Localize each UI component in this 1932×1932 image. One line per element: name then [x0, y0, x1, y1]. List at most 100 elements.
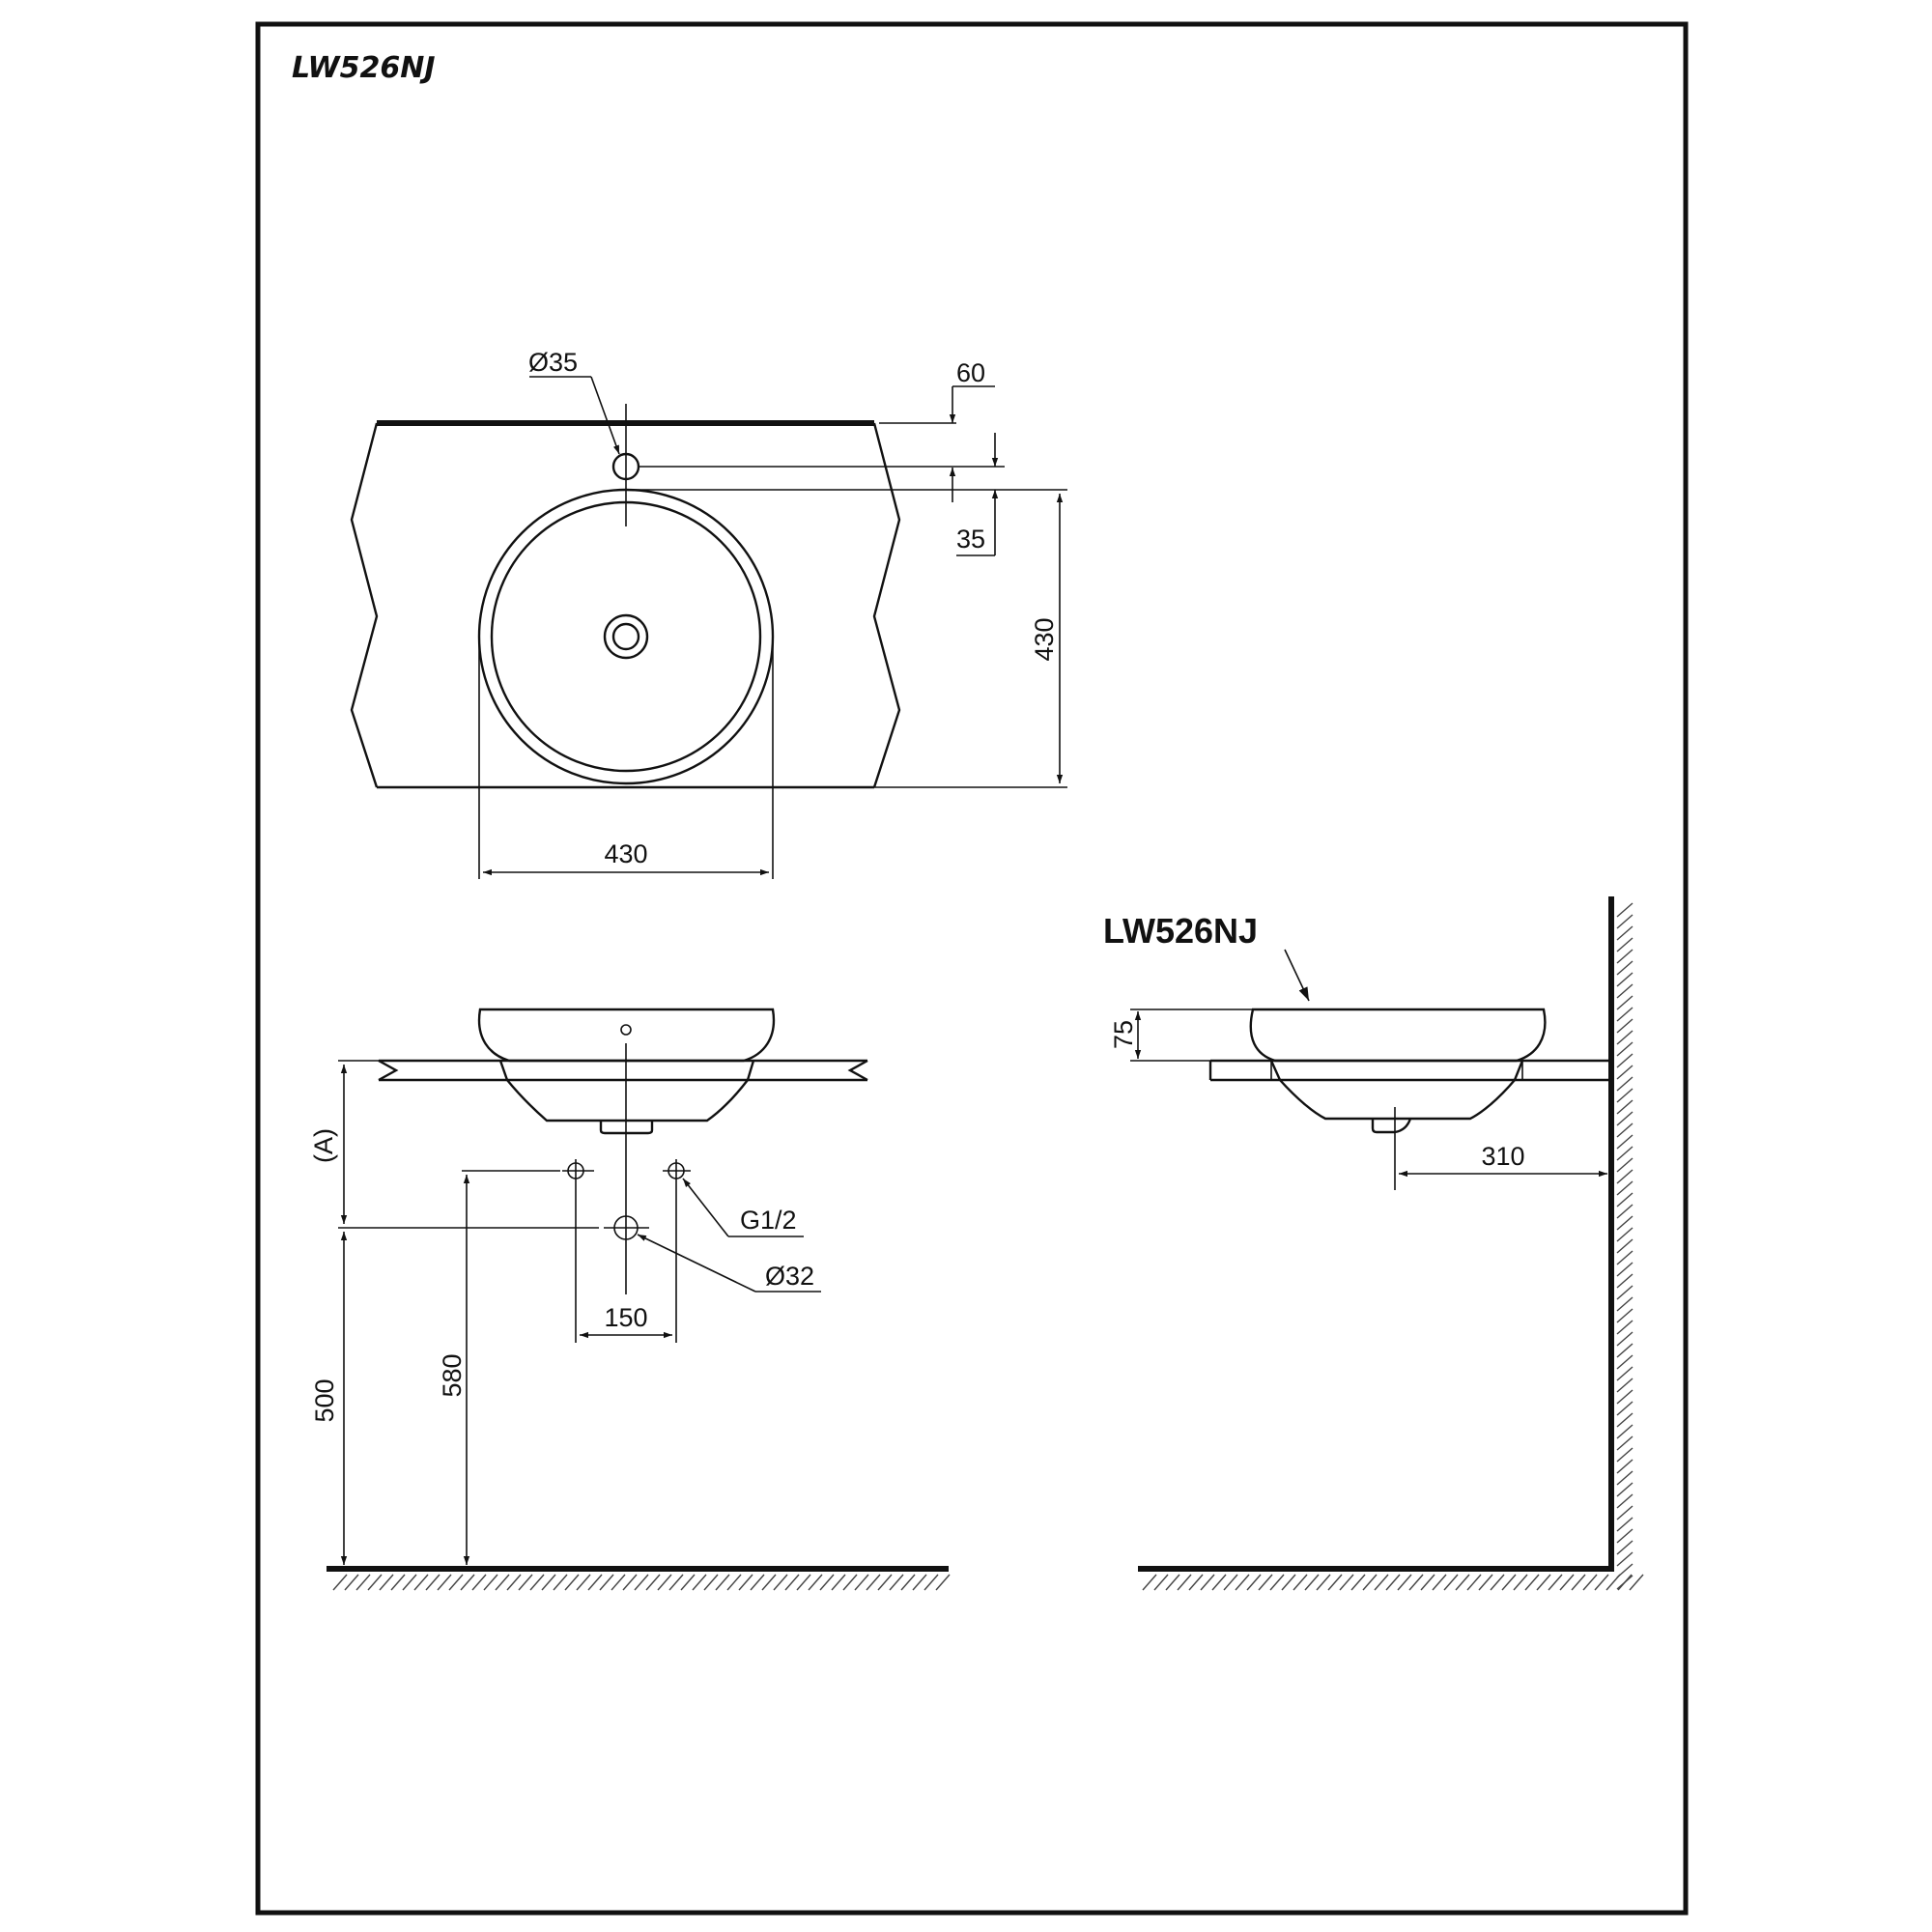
hatch-line	[923, 1574, 939, 1591]
hatch-line	[1616, 1250, 1634, 1265]
hatch-line	[611, 1574, 626, 1591]
hatch-line	[518, 1574, 533, 1591]
hatch-line	[1490, 1574, 1505, 1591]
top-view: Ø35 60 35 430 430	[350, 348, 1067, 879]
hatch-line	[1616, 1470, 1634, 1486]
hatch-line	[1350, 1574, 1366, 1591]
hatch-line	[1246, 1574, 1262, 1591]
hatch-line	[842, 1574, 858, 1591]
hatch-line	[1616, 1435, 1634, 1451]
hatch-line	[1616, 937, 1634, 952]
hatch-line	[529, 1574, 545, 1591]
supply-label: G1/2	[740, 1206, 797, 1235]
hatch-line	[599, 1574, 614, 1591]
hatch-line	[703, 1574, 719, 1591]
hatch-line	[1211, 1574, 1227, 1591]
hatch-line	[831, 1574, 846, 1591]
hatch-line	[1616, 1412, 1634, 1428]
hatch-line	[1629, 1574, 1644, 1591]
hatch-line	[564, 1574, 580, 1591]
hatch-line	[912, 1574, 927, 1591]
hatch-line	[1293, 1574, 1308, 1591]
hatch-line	[1616, 1157, 1634, 1173]
hatch-line	[1397, 1574, 1412, 1591]
hatch-line	[1223, 1574, 1238, 1591]
hatch-line	[1616, 1065, 1634, 1080]
hatch-line	[1177, 1574, 1192, 1591]
hatch-line	[935, 1574, 951, 1591]
hatch-line	[587, 1574, 603, 1591]
faucet-hole-label: Ø35	[528, 348, 578, 377]
hatch-line	[1616, 1447, 1634, 1463]
hatch-line	[367, 1574, 383, 1591]
hatch-line	[1616, 1366, 1634, 1381]
hatch-line	[889, 1574, 904, 1591]
hatch-line	[819, 1574, 835, 1591]
hatch-line	[495, 1574, 510, 1591]
hatch-line	[1616, 1273, 1634, 1289]
hatch-line	[1304, 1574, 1320, 1591]
basin-inner-rim	[490, 500, 762, 773]
hatch-line	[1616, 1354, 1634, 1370]
hatch-line	[390, 1574, 406, 1591]
hatch-line	[1616, 1320, 1634, 1335]
hatch-line	[1616, 1088, 1634, 1103]
dim-60: 60	[956, 358, 985, 387]
hatch-line	[1616, 1111, 1634, 1126]
hatch-line	[784, 1574, 800, 1591]
hatch-line	[1616, 960, 1634, 976]
hatch-line	[1616, 1540, 1634, 1555]
hatch-line	[1362, 1574, 1378, 1591]
drawing-title: LW526NJ	[292, 51, 436, 85]
hatch-line	[854, 1574, 869, 1591]
hatch-line	[553, 1574, 568, 1591]
wall-hatch	[1616, 902, 1634, 1590]
hatch-line	[1142, 1574, 1157, 1591]
hatch-line	[1524, 1574, 1540, 1591]
hatch-line	[344, 1574, 359, 1591]
dim-drain-height: 500	[310, 1378, 339, 1422]
hatch-line	[1616, 1007, 1634, 1022]
hatch-line	[460, 1574, 475, 1591]
basin-outer-rim	[477, 488, 775, 785]
hatch-line	[726, 1574, 742, 1591]
hatch-line	[1582, 1574, 1598, 1591]
hatch-line	[1616, 1482, 1634, 1497]
hatch-line	[1594, 1574, 1609, 1591]
dim-a: (A)	[309, 1128, 338, 1163]
hatch-line	[1616, 1122, 1634, 1138]
hatch-line	[1616, 1041, 1634, 1057]
hatch-line	[657, 1574, 672, 1591]
hatch-line	[1605, 1574, 1621, 1591]
hatch-line	[1420, 1574, 1435, 1591]
hatch-line	[1616, 1076, 1634, 1092]
hatch-line	[1559, 1574, 1575, 1591]
hatch-line	[1165, 1574, 1180, 1591]
hatch-line	[866, 1574, 881, 1591]
hatch-line	[1616, 1401, 1634, 1416]
hatch-line	[1200, 1574, 1215, 1591]
dim-supply-height: 580	[438, 1353, 467, 1397]
hatch-line	[506, 1574, 522, 1591]
hatch-line	[1616, 1262, 1634, 1277]
hatch-line	[1455, 1574, 1470, 1591]
hatch-line	[448, 1574, 464, 1591]
floor-hatch-left	[332, 1574, 951, 1591]
drain-label: Ø32	[765, 1262, 814, 1291]
dim-wall-offset: 310	[1481, 1142, 1524, 1171]
hatch-line	[1616, 1528, 1634, 1544]
hatch-line	[1443, 1574, 1459, 1591]
hatch-line	[1616, 1053, 1634, 1068]
hatch-line	[1616, 1018, 1634, 1034]
hatch-line	[1616, 1030, 1634, 1045]
hatch-line	[900, 1574, 916, 1591]
hatch-line	[1616, 983, 1634, 999]
dim-supply-spacing: 150	[604, 1303, 647, 1332]
hatch-line	[1616, 1296, 1634, 1312]
hatch-line	[668, 1574, 684, 1591]
hatch-line	[425, 1574, 440, 1591]
hatch-line	[402, 1574, 417, 1591]
hatch-line	[1188, 1574, 1204, 1591]
hatch-line	[471, 1574, 487, 1591]
dim-35: 35	[956, 525, 985, 554]
